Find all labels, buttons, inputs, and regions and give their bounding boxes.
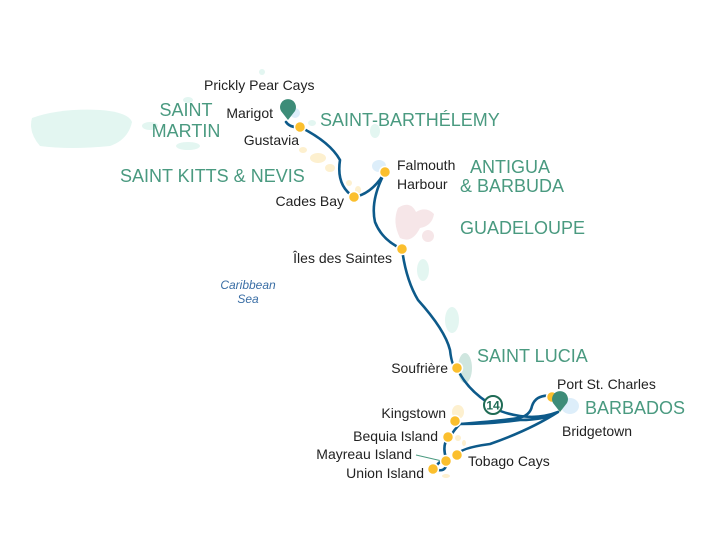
country-label-saint-lucia: SAINT LUCIA	[477, 346, 588, 366]
country-label-saint-martin-2: MARTIN	[152, 121, 221, 141]
port-dot-falmouth[interactable]	[378, 165, 392, 179]
port-markers	[293, 120, 559, 476]
port-dot-tobago-cays[interactable]	[450, 448, 464, 462]
port-dot-mayreau[interactable]	[439, 454, 453, 468]
country-label-barbados: BARBADOS	[585, 398, 685, 418]
country-label-saint-kitts-nevis: SAINT KITTS & NEVIS	[120, 166, 305, 186]
sea-label-1: Caribbean	[220, 278, 276, 292]
country-label-saint-barthelemy: SAINT-BARTHÉLEMY	[320, 110, 500, 130]
sea-label-2: Sea	[237, 292, 259, 306]
port-label-marigot: Marigot	[226, 105, 273, 121]
port-label-falmouth-2: Harbour	[397, 176, 448, 192]
cruise-route-line	[284, 120, 560, 472]
port-label-iles-des-saintes: Îles des Saintes	[292, 250, 392, 266]
port-label-port-st-charles: Port St. Charles	[557, 376, 656, 392]
country-label-antigua-1: ANTIGUA	[470, 157, 550, 177]
nights-badge: 14	[483, 395, 503, 415]
nights-badge-text: 14	[486, 399, 500, 413]
port-dot-kingstown[interactable]	[448, 414, 462, 428]
islands	[31, 69, 579, 478]
port-label-kingstown: Kingstown	[381, 405, 446, 421]
port-label-soufriere: Soufrière	[391, 360, 448, 376]
port-dot-gustavia[interactable]	[293, 120, 307, 134]
port-label-prickly-pear: Prickly Pear Cays	[204, 77, 314, 93]
country-label-antigua-2: & BARBUDA	[460, 176, 564, 196]
port-dot-soufriere[interactable]	[450, 361, 464, 375]
port-label-falmouth-1: Falmouth	[397, 157, 455, 173]
map-pin-icon-marigot[interactable]	[280, 99, 296, 120]
country-label-guadeloupe: GUADELOUPE	[460, 218, 585, 238]
port-label-gustavia: Gustavia	[244, 132, 299, 148]
port-label-bridgetown: Bridgetown	[562, 423, 632, 439]
mayreau-leader-line	[415, 454, 443, 462]
port-dot-cades-bay[interactable]	[347, 190, 361, 204]
port-label-bequia: Bequia Island	[353, 428, 438, 444]
port-label-tobago-cays: Tobago Cays	[468, 453, 550, 469]
port-dot-iles-des-saintes[interactable]	[395, 242, 409, 256]
port-label-union: Union Island	[346, 465, 424, 481]
port-label-cades-bay: Cades Bay	[276, 193, 344, 209]
port-label-mayreau: Mayreau Island	[316, 446, 412, 462]
port-dot-bequia[interactable]	[441, 430, 455, 444]
country-label-saint-martin-1: SAINT	[159, 100, 212, 120]
map-pin-icon-bridgetown[interactable]	[552, 391, 568, 412]
port-dot-union[interactable]	[426, 462, 440, 476]
